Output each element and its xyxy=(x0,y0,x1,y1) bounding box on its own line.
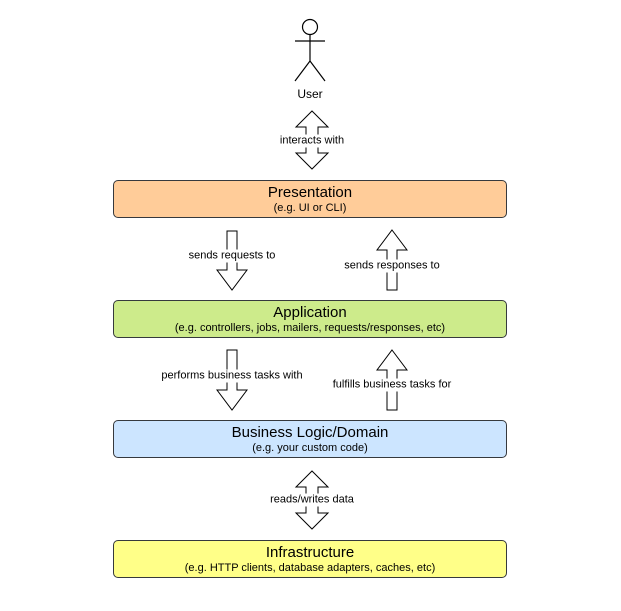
presentation-layer: Presentation (e.g. UI or CLI) xyxy=(113,180,507,218)
presentation-title: Presentation xyxy=(267,184,353,201)
performs-tasks-label: performs business tasks with xyxy=(161,369,303,383)
presentation-subtitle: (e.g. UI or CLI) xyxy=(273,202,347,214)
user-actor-icon xyxy=(294,18,326,82)
user-label: User xyxy=(297,87,323,101)
interacts-with-label: interacts with xyxy=(279,134,345,148)
domain-title: Business Logic/Domain xyxy=(231,424,389,441)
application-layer: Application (e.g. controllers, jobs, mai… xyxy=(113,300,507,338)
infrastructure-subtitle: (e.g. HTTP clients, database adapters, c… xyxy=(184,562,436,574)
sends-requests-label: sends requests to xyxy=(188,249,276,263)
domain-layer: Business Logic/Domain (e.g. your custom … xyxy=(113,420,507,458)
application-title: Application xyxy=(273,304,347,321)
infrastructure-title: Infrastructure xyxy=(265,544,355,561)
application-subtitle: (e.g. controllers, jobs, mailers, reques… xyxy=(174,322,446,334)
reads-writes-label: reads/writes data xyxy=(270,493,354,507)
fulfills-tasks-label: fulfills business tasks for xyxy=(332,378,452,392)
domain-subtitle: (e.g. your custom code) xyxy=(252,442,368,454)
infrastructure-layer: Infrastructure (e.g. HTTP clients, datab… xyxy=(113,540,507,578)
sends-responses-label: sends responses to xyxy=(344,259,440,273)
